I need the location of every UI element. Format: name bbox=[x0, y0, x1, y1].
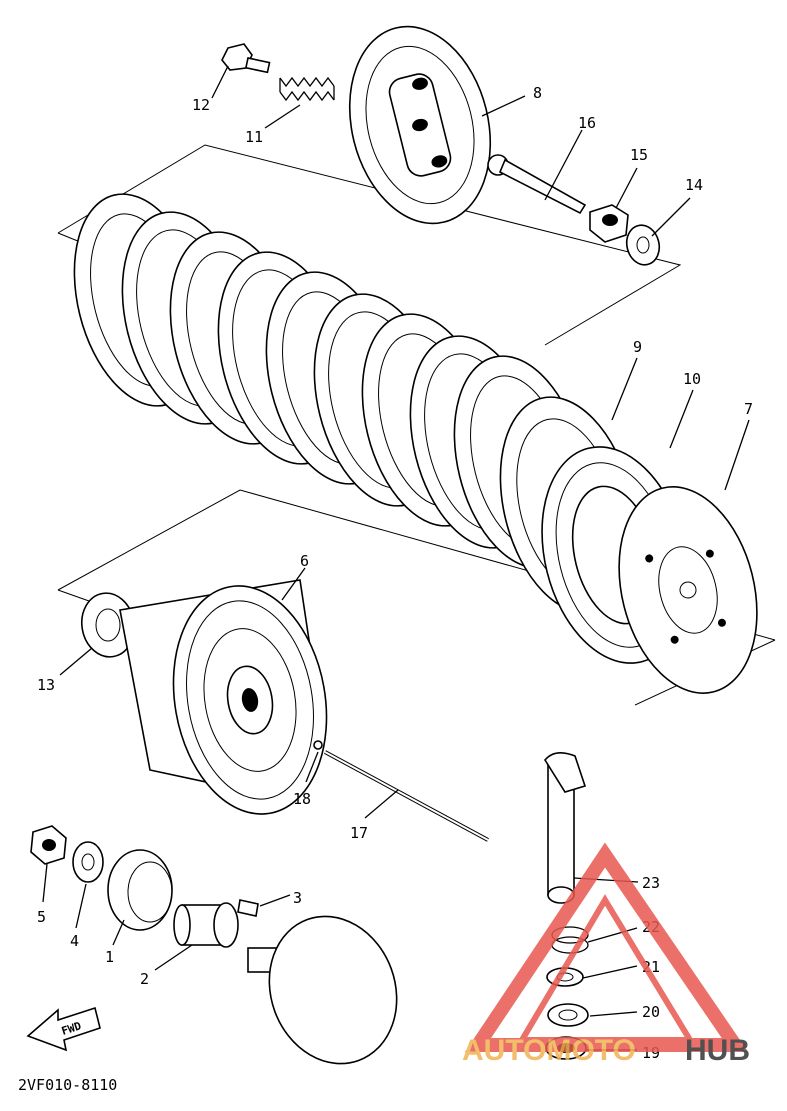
callout-2: 2 bbox=[140, 970, 149, 988]
crankshaft bbox=[247, 915, 398, 1065]
callout-labels: 12 11 8 16 15 14 9 10 7 6 13 18 17 5 4 1… bbox=[37, 84, 753, 1062]
part-11-spring bbox=[279, 76, 335, 102]
callout-9: 9 bbox=[633, 338, 642, 356]
callout-15: 15 bbox=[630, 146, 648, 164]
part-6-clutch-housing bbox=[119, 579, 328, 815]
part-3-key bbox=[237, 899, 259, 917]
callout-20: 20 bbox=[642, 1003, 660, 1021]
watermark-brand-b: HUB bbox=[685, 1034, 750, 1067]
part-12-bolt bbox=[221, 43, 271, 74]
callout-23: 23 bbox=[642, 874, 660, 892]
part-17-rod bbox=[324, 750, 489, 842]
callout-14: 14 bbox=[685, 176, 703, 194]
callout-10: 10 bbox=[683, 370, 701, 388]
callout-4: 4 bbox=[70, 932, 79, 950]
part-4-washer bbox=[72, 841, 104, 883]
fwd-label: FWD bbox=[60, 1019, 83, 1038]
part-15-nut bbox=[589, 204, 629, 243]
part-23-push-lever bbox=[544, 752, 587, 904]
callout-12: 12 bbox=[192, 96, 210, 114]
part-2-spacer bbox=[173, 902, 239, 948]
callout-1: 1 bbox=[105, 948, 114, 966]
callout-8: 8 bbox=[533, 84, 542, 102]
callout-3: 3 bbox=[293, 889, 302, 907]
callout-6: 6 bbox=[300, 552, 309, 570]
part-7-pressure-plate bbox=[618, 486, 758, 694]
callout-7: 7 bbox=[744, 400, 753, 418]
callout-16: 16 bbox=[578, 114, 596, 132]
callout-17: 17 bbox=[350, 824, 368, 842]
callout-5: 5 bbox=[37, 908, 46, 926]
part-16-push-rod bbox=[487, 154, 587, 215]
automotohub-watermark-logo: AUTOMOTO HUB bbox=[462, 842, 750, 1067]
part-8-pressure-plate bbox=[348, 25, 492, 225]
drawing-code: 2VF010-8110 bbox=[18, 1076, 117, 1094]
part-14-washer bbox=[625, 224, 661, 266]
watermark-brand-a: AUTOMOTO bbox=[462, 1034, 636, 1067]
fwd-arrow-icon: FWD bbox=[26, 1006, 101, 1052]
callout-18: 18 bbox=[293, 790, 311, 808]
part-5-nut bbox=[30, 825, 67, 865]
part-20-oil-seal bbox=[547, 1003, 589, 1027]
callout-11: 11 bbox=[245, 128, 263, 146]
callout-13: 13 bbox=[37, 676, 55, 694]
part-1-gear bbox=[107, 849, 173, 931]
